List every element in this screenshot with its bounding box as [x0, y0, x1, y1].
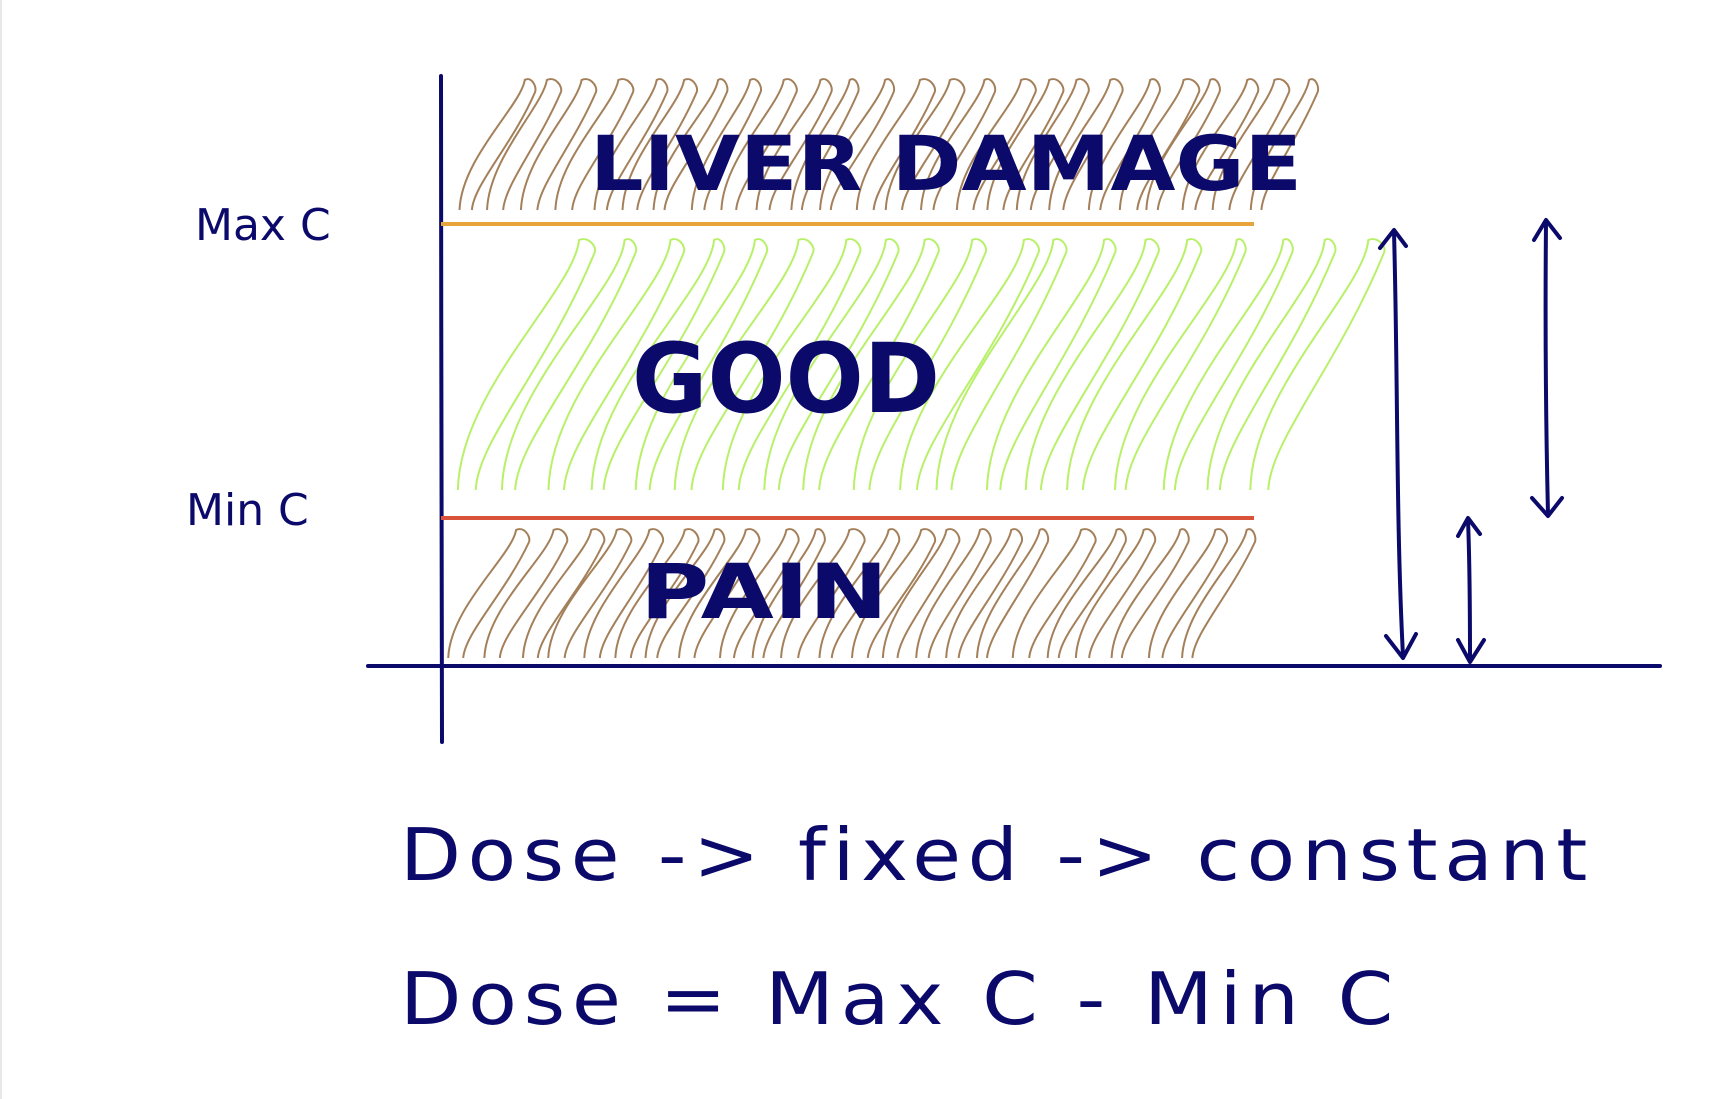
hatch-stroke [1114, 238, 1247, 491]
hatch-stroke [852, 238, 988, 491]
hatch-stroke [985, 238, 1117, 491]
hatch-stroke [975, 528, 1050, 659]
hatch-stroke [1110, 528, 1190, 659]
hatch-stroke [1162, 238, 1294, 491]
hatch-stroke [1046, 528, 1127, 659]
hatch-stroke [790, 78, 860, 211]
liver-damage-hatch [458, 78, 1320, 211]
hatch-stroke [593, 78, 669, 211]
hatch-stroke [1145, 78, 1221, 211]
hatch-stroke [1147, 528, 1229, 659]
hatch-stroke [554, 78, 635, 211]
dose-arrow [1530, 218, 1564, 518]
hatch-stroke [652, 78, 729, 211]
hatch-stroke [755, 78, 833, 211]
hatch-stroke [1011, 528, 1097, 659]
pain-label: PAIN [640, 547, 888, 636]
hatch-stroke [1211, 78, 1291, 211]
hatch-stroke [1181, 528, 1257, 659]
hatch-stroke [1024, 238, 1160, 491]
hatch-stroke [920, 78, 997, 211]
hatch-stroke [519, 78, 598, 211]
hatch-stroke [851, 528, 937, 659]
hatch-stroke [955, 78, 1037, 211]
pain-hatch [447, 528, 1257, 659]
hatch-stroke [547, 238, 686, 491]
canvas-edge [0, 0, 2, 1099]
hatch-stroke [521, 528, 606, 659]
good-zone-hatch [456, 238, 1386, 491]
hatch-stroke [447, 528, 531, 659]
hatch-stroke [456, 238, 597, 491]
hatch-stroke [486, 78, 563, 211]
hatch-stroke [751, 528, 826, 659]
hatch-stroke [763, 238, 900, 491]
hatch-stroke [802, 238, 940, 491]
hatch-stroke [1048, 78, 1124, 211]
hatch-stroke [1074, 528, 1157, 659]
hatch-stroke [884, 78, 966, 211]
max-c-label: Max C [195, 200, 331, 251]
hatch-stroke [719, 528, 800, 659]
hatch-stroke [855, 78, 937, 211]
hatch-stroke [614, 528, 700, 659]
max-c-arrow [1378, 228, 1418, 660]
hatch-stroke [881, 528, 961, 659]
hatch-stroke [590, 238, 726, 491]
hatch-stroke [1015, 78, 1090, 211]
min-c-arrow [1456, 516, 1486, 664]
hatch-stroke [673, 238, 815, 491]
hatch-stroke [634, 238, 769, 491]
hatch-stroke [500, 238, 638, 491]
hatch-stroke [819, 78, 896, 211]
hatch-stroke [547, 528, 633, 659]
hatch-stroke [621, 78, 699, 211]
hatch-stroke [1206, 238, 1337, 491]
hatch-stroke [690, 78, 763, 211]
hatch-stroke [678, 528, 761, 659]
hatch-stroke [935, 238, 1068, 491]
hatch-stroke [1118, 78, 1201, 211]
hatch-stroke [986, 78, 1065, 211]
hatch-stroke [1249, 78, 1320, 211]
note-line-1: Dose -> fixed -> constant [400, 813, 1594, 897]
liver-damage-label: LIVER DAMAGE [590, 119, 1302, 208]
hatch-stroke [915, 528, 992, 659]
hatch-stroke [1181, 78, 1260, 211]
hatch-stroke [1066, 238, 1203, 491]
good-label: GOOD [632, 323, 940, 435]
min-c-label: Min C [186, 485, 309, 536]
hatch-stroke [483, 528, 569, 659]
hatch-stroke [1249, 238, 1386, 491]
y-axis [439, 74, 444, 744]
hatch-stroke [945, 528, 1024, 659]
hatch-stroke [899, 238, 1040, 491]
hatch-stroke [780, 528, 866, 659]
hatch-stroke [644, 528, 726, 659]
hatch-stroke [721, 238, 862, 491]
hatch-stroke [1087, 78, 1161, 211]
hatch-stroke [583, 528, 665, 659]
hatch-stroke [818, 528, 901, 659]
note-line-2: Dose = Max C - Min C [400, 957, 1400, 1041]
hatch-stroke [720, 78, 798, 211]
hatch-stroke [458, 78, 537, 211]
